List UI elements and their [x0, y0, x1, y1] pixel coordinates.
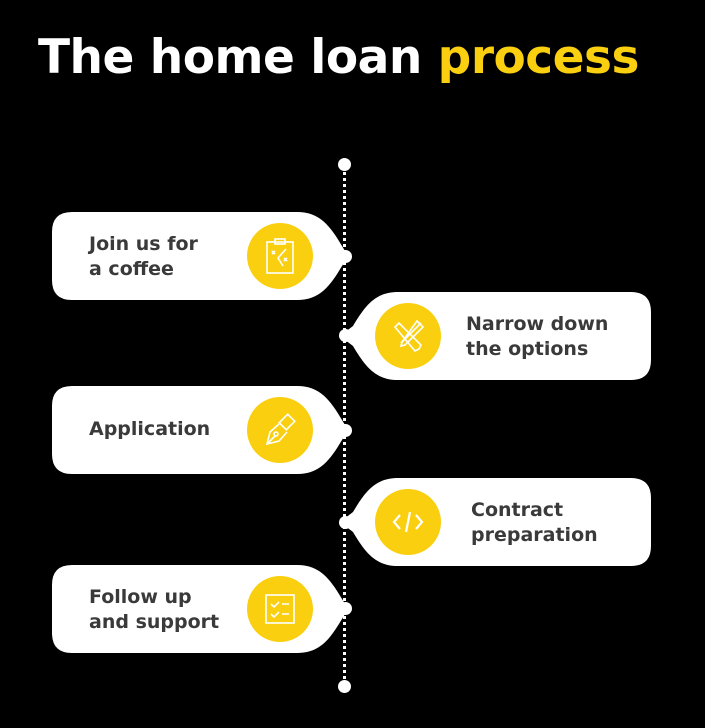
step-label: Join us for [89, 233, 198, 255]
fountain-pen-icon [247, 397, 313, 463]
page-title: The home loan process [38, 30, 639, 85]
step-label: Narrow down [466, 313, 609, 335]
step-card-join-coffee: Join us for a coffee [52, 212, 352, 300]
timeline-node [339, 516, 352, 529]
title-highlight: process [437, 30, 640, 85]
step-card-application: Application [52, 386, 352, 474]
checklist-icon [247, 576, 313, 642]
timeline-node [339, 250, 352, 263]
title-main: The home loan [38, 30, 438, 85]
timeline-node [339, 329, 352, 342]
step-card-contract-preparation: Contract preparation [338, 478, 651, 566]
step-label: Follow up [89, 586, 192, 608]
timeline-node [339, 424, 352, 437]
step-label: a coffee [89, 258, 174, 280]
step-label: Application [89, 418, 211, 440]
step-label: the options [466, 338, 589, 360]
step-label: preparation [471, 524, 598, 546]
pencil-brush-icon [375, 303, 441, 369]
strategy-clipboard-icon [247, 223, 313, 289]
step-label: and support [89, 611, 220, 633]
code-icon [375, 489, 441, 555]
timeline-node [339, 602, 352, 615]
timeline-start-dot [338, 158, 351, 171]
step-label: Contract [471, 499, 564, 521]
step-card-follow-up: Follow up and support [52, 565, 352, 653]
timeline-end-dot [338, 680, 351, 693]
step-card-narrow-options: Narrow down the options [338, 292, 651, 380]
